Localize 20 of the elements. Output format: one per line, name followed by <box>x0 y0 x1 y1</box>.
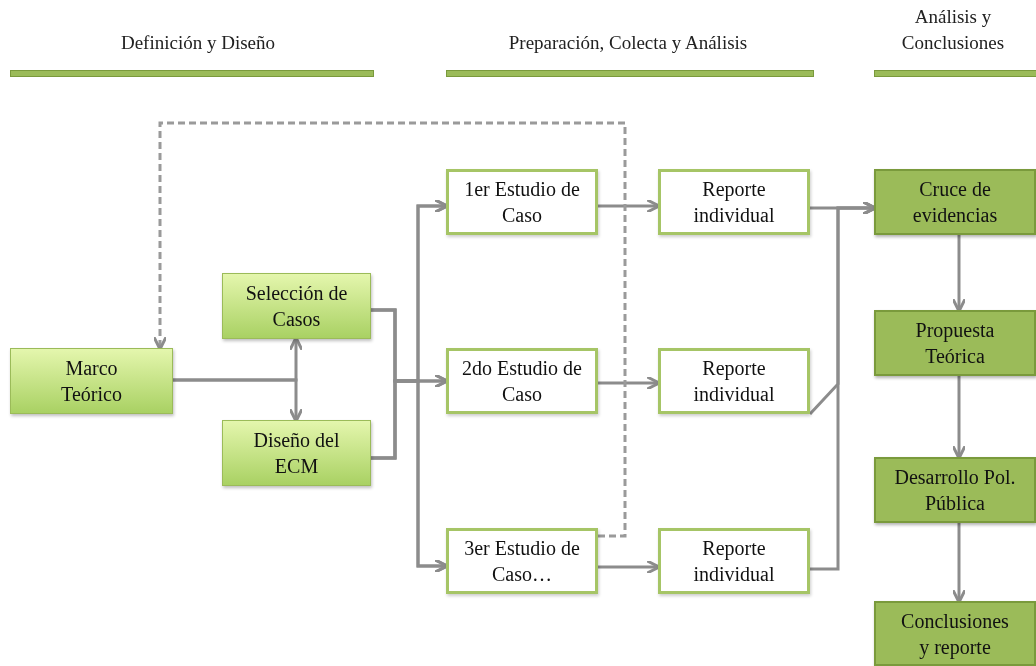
process-box: 1er Estudio de Caso <box>446 169 598 235</box>
process-box: Diseño del ECM <box>222 420 371 486</box>
arrow <box>951 523 967 604</box>
dashed-arrow <box>152 121 627 538</box>
process-box: Desarrollo Pol. Pública <box>874 457 1036 523</box>
arrow <box>951 376 967 460</box>
phase-heading: Definición y Diseño <box>119 31 277 55</box>
process-box: Reporte individual <box>658 528 810 594</box>
phase-heading: Análisis y Conclusiones <box>900 5 1006 55</box>
arrow <box>951 235 967 313</box>
process-box: Reporte individual <box>658 169 810 235</box>
process-box: Cruce de evidencias <box>874 169 1036 235</box>
process-box: Conclusiones y reporte <box>874 601 1036 666</box>
process-box: Reporte individual <box>658 348 810 414</box>
process-box: Propuesta Teórica <box>874 310 1036 376</box>
process-box: Marco Teórico <box>10 348 173 414</box>
process-box: 2do Estudio de Caso <box>446 348 598 414</box>
process-box: Selección de Casos <box>222 273 371 339</box>
phase-heading: Preparación, Colecta y Análisis <box>507 31 749 55</box>
process-box: 3er Estudio de Caso… <box>446 528 598 594</box>
